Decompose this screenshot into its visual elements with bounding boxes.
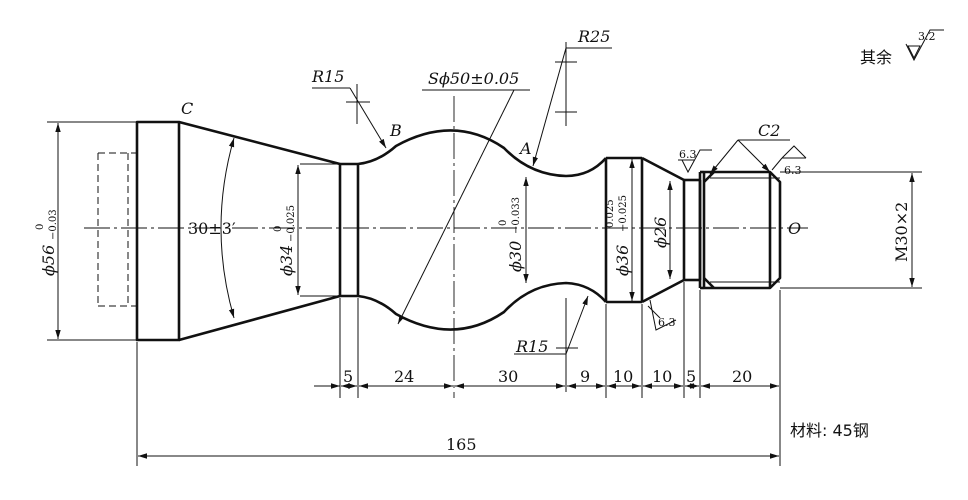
length-6: 10 <box>652 367 672 386</box>
svg-text:C2: C2 <box>758 121 780 140</box>
svg-text:0: 0 <box>35 224 46 230</box>
callout-r25: R25 <box>532 27 612 167</box>
length-8: 20 <box>732 367 752 386</box>
length-4: 9 <box>580 367 590 386</box>
length-1: 5 <box>343 367 353 386</box>
point-c-label: C <box>181 99 193 118</box>
point-o-label: O <box>788 219 801 238</box>
roughness-thread-face: 6.3 <box>771 145 807 177</box>
material-note: 材料: 45钢 <box>790 421 869 440</box>
svg-text:ϕ36: ϕ36 <box>613 245 632 276</box>
hidden-bore <box>97 152 137 307</box>
dim-d36: ϕ36 0.025 −0.025 <box>605 159 635 301</box>
svg-text:6.3: 6.3 <box>679 148 697 161</box>
length-7: 5 <box>686 367 696 386</box>
svg-text:0.025: 0.025 <box>605 199 616 228</box>
svg-text:3.2: 3.2 <box>918 30 936 43</box>
svg-text:ϕ34: ϕ34 <box>277 245 296 276</box>
dim-d30: ϕ30 0 −0.033 <box>498 177 529 283</box>
roughness-groove-top: 6.3 <box>678 148 712 174</box>
dim-angle: 30±3′ <box>188 137 236 319</box>
svg-text:ϕ26: ϕ26 <box>651 217 670 248</box>
dim-d56: ϕ56 0 −0.03 <box>35 121 137 341</box>
svg-text:6.3: 6.3 <box>784 164 802 177</box>
svg-text:M30×2: M30×2 <box>892 202 911 262</box>
length-5: 10 <box>613 367 633 386</box>
callout-r15-bottom: R15 <box>514 295 589 392</box>
svg-text:R25: R25 <box>577 27 610 46</box>
svg-text:6.3: 6.3 <box>658 316 676 329</box>
svg-text:0: 0 <box>273 226 284 232</box>
svg-text:其余: 其余 <box>860 48 892 67</box>
svg-text:ϕ30: ϕ30 <box>506 241 525 272</box>
shaft-outline <box>135 120 782 342</box>
length-extension-lines <box>136 282 781 466</box>
point-b-label: B <box>389 121 402 140</box>
svg-text:0: 0 <box>498 220 509 226</box>
dim-d26: ϕ26 <box>651 181 673 279</box>
point-a-label: A <box>518 139 532 158</box>
length-3: 30 <box>498 367 518 386</box>
svg-text:−0.03: −0.03 <box>48 209 59 240</box>
svg-text:Sϕ50±0.05: Sϕ50±0.05 <box>428 69 519 88</box>
svg-text:R15: R15 <box>515 337 548 356</box>
svg-text:R15: R15 <box>311 67 344 86</box>
roughness-groove-bottom: 6.3 <box>647 299 677 331</box>
overall-length: 165 <box>446 435 477 454</box>
svg-text:−0.025: −0.025 <box>286 205 297 242</box>
svg-text:ϕ56: ϕ56 <box>39 245 58 276</box>
callout-sphere: Sϕ50±0.05 <box>397 69 530 325</box>
dim-thread: M30×2 <box>780 171 922 289</box>
svg-text:30±3′: 30±3′ <box>188 219 236 238</box>
callout-chamfer: C2 <box>709 121 790 175</box>
length-2: 24 <box>394 367 414 386</box>
roughness-general: 其余 3.2 <box>860 29 944 67</box>
dim-d34: ϕ34 0 −0.025 <box>273 163 340 297</box>
callout-r15-left: R15 <box>311 67 387 149</box>
svg-text:−0.033: −0.033 <box>511 197 522 234</box>
svg-text:−0.025: −0.025 <box>618 195 629 232</box>
